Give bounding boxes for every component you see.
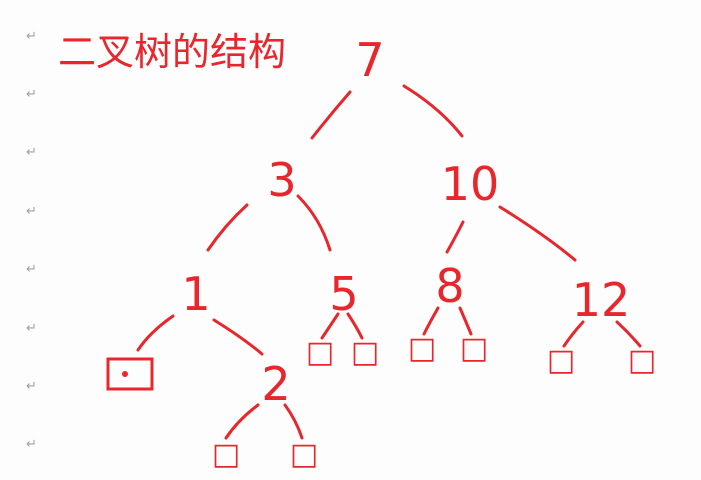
node-1: 1: [181, 267, 210, 321]
leaf-box-8-right: □: [460, 331, 488, 366]
edge-2-right: [283, 403, 304, 440]
paragraph-mark: ↵: [26, 437, 37, 452]
edge-2-left: [224, 403, 260, 440]
edge-12-left: [562, 320, 585, 348]
edge-3-5: [296, 194, 332, 252]
paragraph-mark: ↵: [26, 321, 37, 336]
node-12: 12: [572, 273, 631, 327]
leaf-box-5-right: □: [351, 335, 379, 370]
node-2: 2: [261, 357, 290, 411]
edges: [136, 84, 642, 440]
node-5: 5: [329, 267, 358, 321]
edge-8-left: [422, 306, 440, 336]
edge-12-right: [615, 320, 642, 348]
edge-1-2: [212, 318, 264, 356]
paragraph-mark: ↵: [26, 204, 37, 219]
edge-7-10: [402, 84, 464, 138]
leaf-boxes: □ □ □ □ □ □ □ □: [212, 331, 656, 472]
edge-1-null: [136, 314, 175, 352]
edge-8-right: [458, 306, 473, 336]
diagram-title: 二叉树的结构: [58, 30, 286, 74]
edge-5-right: [346, 312, 364, 340]
paragraph-mark: ↵: [26, 29, 37, 44]
node-8: 8: [435, 259, 464, 313]
edge-3-1: [206, 203, 249, 252]
paragraph-mark: ↵: [26, 379, 37, 394]
paragraph-mark: ↵: [26, 262, 37, 277]
leaf-box-5-left: □: [306, 335, 334, 370]
edge-10-12: [498, 205, 577, 262]
leaf-box-12-left: □: [547, 343, 575, 378]
paragraph-mark: ↵: [26, 87, 37, 102]
leaf-box-2-right: □: [290, 437, 318, 472]
node-10: 10: [441, 157, 500, 211]
node-3: 3: [267, 153, 296, 207]
paragraph-mark: ↵: [26, 145, 37, 160]
leaf-box-8-left: □: [408, 331, 436, 366]
null-box-outline: [106, 357, 154, 391]
edge-7-3: [310, 90, 352, 140]
leaf-box-12-right: □: [628, 343, 656, 378]
node-labels: 7 3 10 1 5 8 12 2: [181, 33, 630, 411]
null-box-dot: [122, 371, 128, 377]
edge-5-left: [320, 312, 340, 340]
edge-10-8: [445, 220, 465, 254]
leaf-box-2-left: □: [212, 437, 240, 472]
node-7: 7: [355, 33, 384, 87]
null-box-1: [106, 357, 154, 391]
